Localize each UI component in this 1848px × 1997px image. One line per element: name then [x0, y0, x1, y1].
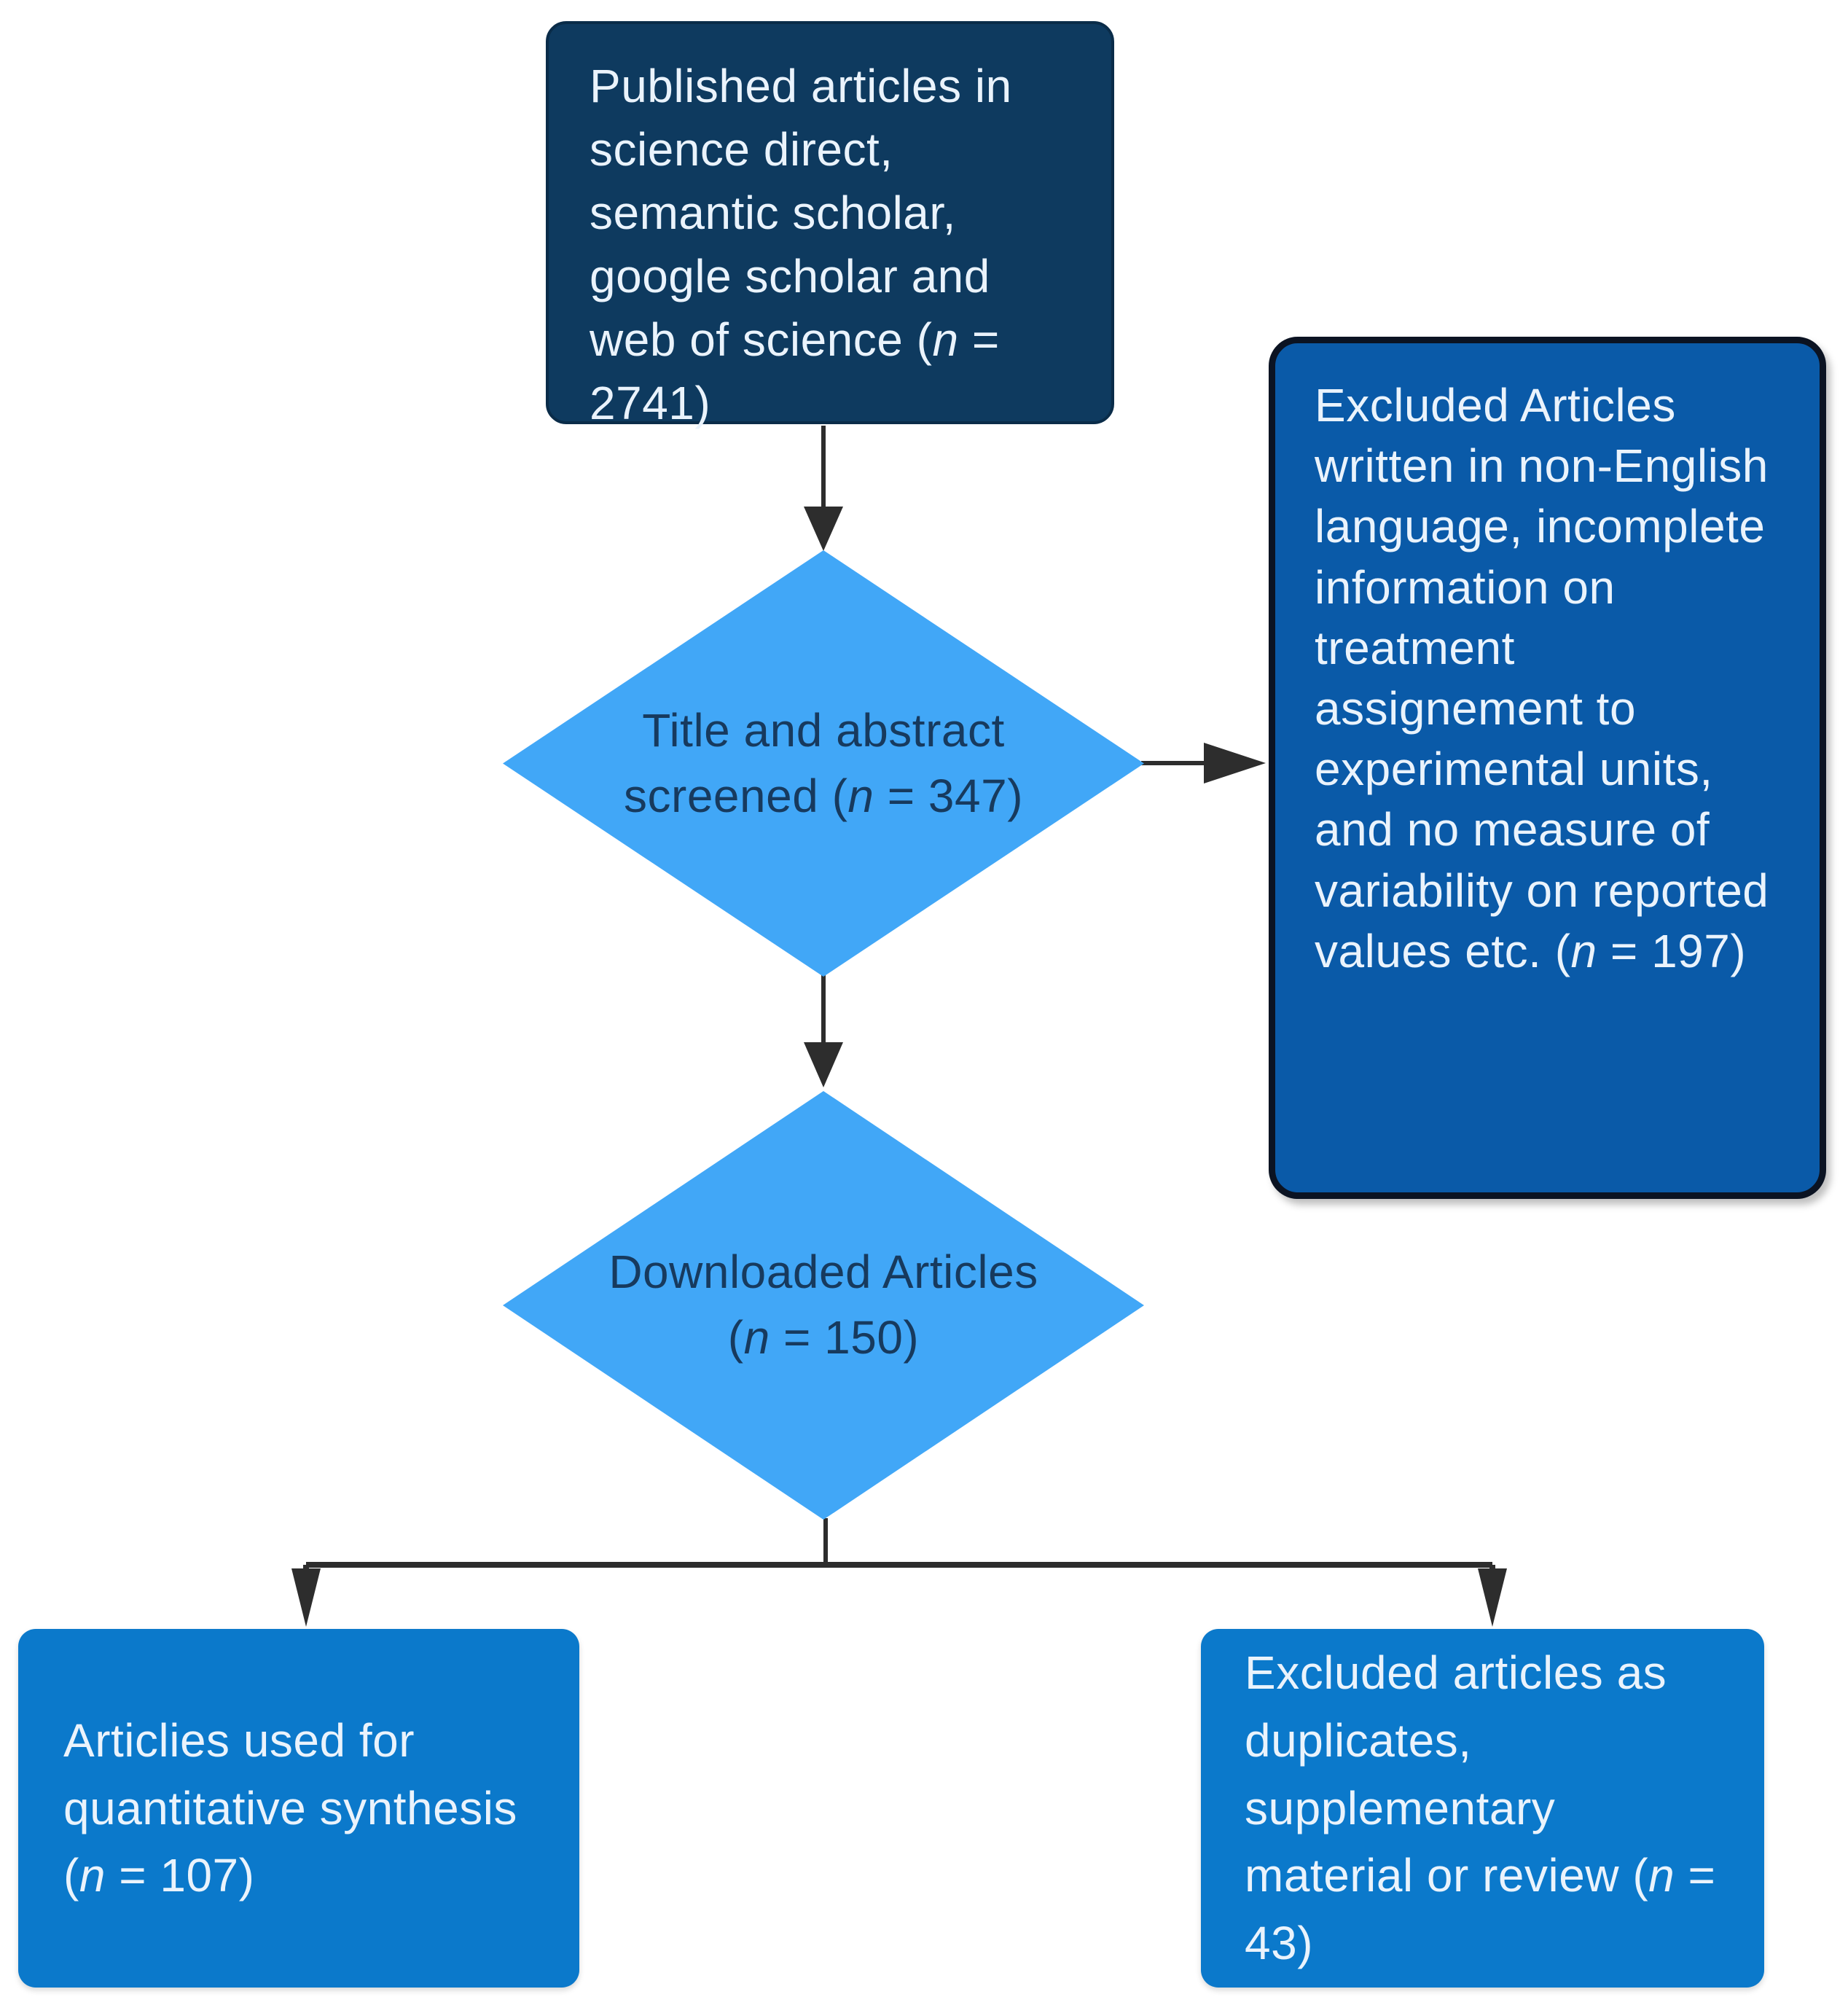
node-excluded-duplicates: Excluded articles as duplicates, supplem… [1201, 1629, 1764, 1988]
node-label-text: Excluded articles as duplicates, supplem… [1245, 1646, 1667, 1902]
node-label-count: = 197) [1597, 924, 1747, 977]
node-label-text: Published articles in science direct, se… [590, 60, 1012, 367]
node-label-n: n [932, 313, 959, 367]
node-label-count: = 150) [770, 1311, 920, 1364]
node-label-n: n [743, 1311, 770, 1364]
node-label-n: n [1570, 924, 1597, 977]
node-label-count: = 107) [105, 1849, 255, 1902]
arrowhead-branch-left [291, 1568, 321, 1627]
node-label-text: Articlies used for quantitative synthesi… [63, 1713, 517, 1902]
node-label: Excluded articles as duplicates, supplem… [1245, 1639, 1735, 1977]
arrowhead-screened-to-downloaded [804, 1042, 843, 1087]
node-label: Articlies used for quantitative synthesi… [63, 1707, 543, 1910]
arrowhead-source-to-screened [804, 507, 843, 551]
node-quantitative-synthesis: Articlies used for quantitative synthesi… [18, 1629, 579, 1988]
node-label-text: Excluded Articles written in non-English… [1315, 379, 1769, 977]
arrowhead-screened-to-excluded [1204, 743, 1266, 783]
node-label-count: = 347) [874, 769, 1023, 822]
node-label-count: = 43) [1245, 1849, 1716, 1970]
node-label: Downloaded Articles (n = 150) [590, 1240, 1057, 1370]
node-label-text: Title and abstract screened ( [624, 703, 1005, 822]
node-label-n: n [1648, 1849, 1675, 1902]
arrowhead-branch-right [1478, 1568, 1507, 1627]
node-label-count: = 2741) [590, 313, 1000, 430]
node-excluded-articles-screening: Excluded Articles written in non-English… [1269, 337, 1826, 1199]
node-label-n: n [79, 1849, 106, 1902]
node-published-articles: Published articles in science direct, se… [546, 21, 1114, 429]
node-label: Title and abstract screened (n = 347) [598, 698, 1049, 829]
node-label-text: Downloaded Articles ( [608, 1246, 1038, 1364]
node-label-n: n [847, 769, 874, 822]
